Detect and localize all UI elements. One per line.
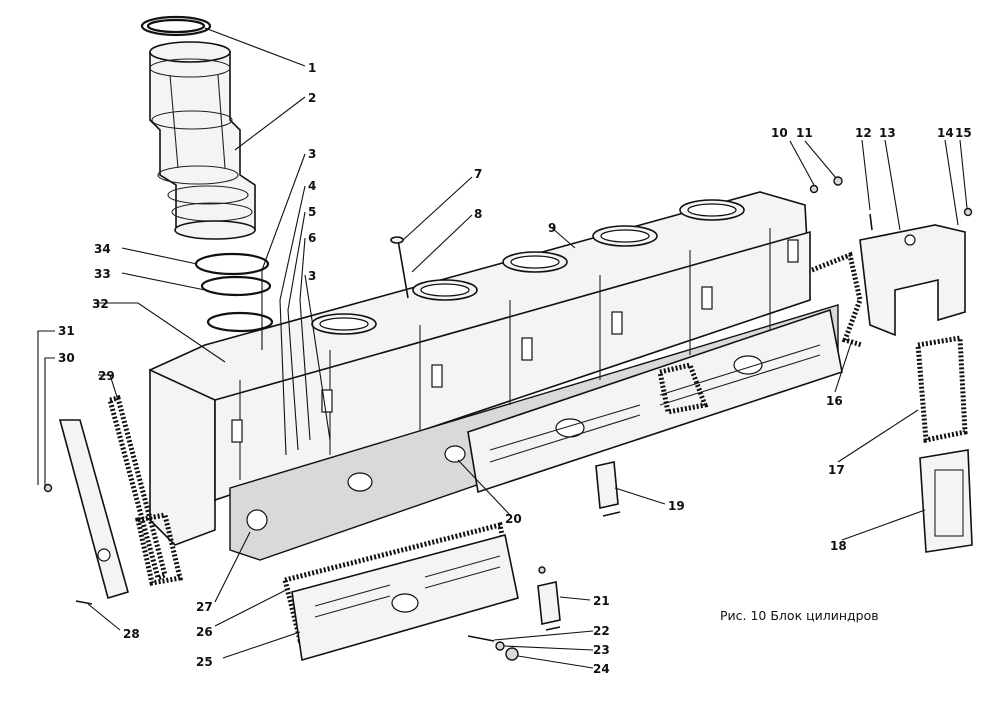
callout-17: 17 xyxy=(828,463,845,477)
callout-7: 7 xyxy=(474,167,482,181)
part-2-cylinder-liner xyxy=(149,41,256,240)
part-13-bracket xyxy=(859,224,966,337)
part-18-cover xyxy=(919,449,973,553)
callout-12: 12 xyxy=(855,126,872,140)
callout-23: 23 xyxy=(593,643,610,657)
callout-1: 1 xyxy=(308,61,316,75)
part-32-ring xyxy=(206,311,274,333)
callout-22: 22 xyxy=(593,624,610,638)
callout-10: 10 xyxy=(771,126,788,140)
callout-34: 34 xyxy=(94,242,111,256)
callout-15: 15 xyxy=(955,126,972,140)
callout-9: 9 xyxy=(548,221,556,235)
callout-25: 25 xyxy=(196,655,213,669)
leader-lines xyxy=(37,27,968,669)
part-34-ring xyxy=(194,252,270,276)
part-7-stud xyxy=(390,236,409,299)
callout-26: 26 xyxy=(196,625,213,639)
callout-31: 31 xyxy=(58,324,75,338)
callout-32: 32 xyxy=(92,297,109,311)
callout-8: 8 xyxy=(474,207,482,221)
part-33-ring xyxy=(200,275,272,297)
callout-3b: 3 xyxy=(308,269,316,283)
cylinder-bores xyxy=(311,199,745,335)
part-30-end-plate xyxy=(58,419,129,600)
callout-2: 2 xyxy=(308,91,316,105)
callout-19: 19 xyxy=(668,499,685,513)
figure-caption: Рис. 10 Блок цилиндров xyxy=(720,608,879,623)
part-12-bolt xyxy=(869,213,873,231)
callout-6: 6 xyxy=(308,231,316,245)
part-1-sealing-ring xyxy=(140,15,212,37)
part-10-bolt xyxy=(809,184,819,194)
part-11-bolt xyxy=(833,176,843,186)
part-22-bolt xyxy=(467,635,495,642)
callout-14: 14 xyxy=(937,126,954,140)
part-28-bolt xyxy=(75,600,93,605)
part-23-washer xyxy=(495,641,505,651)
callouts: 1 2 3 4 5 6 3 7 8 9 10 11 12 13 14 15 16… xyxy=(58,61,972,676)
part-15-bolt xyxy=(963,207,973,217)
callout-28: 28 xyxy=(123,627,140,641)
part-24-nut xyxy=(505,647,519,661)
part-21-bracket xyxy=(537,566,561,631)
callout-24: 24 xyxy=(593,662,610,676)
part-25-side-cover xyxy=(291,534,519,662)
part-17-gasket xyxy=(915,335,968,444)
callout-5: 5 xyxy=(308,205,316,219)
callout-21: 21 xyxy=(593,594,610,608)
part-19-bracket xyxy=(595,461,621,517)
callout-27: 27 xyxy=(196,600,213,614)
callout-29: 29 xyxy=(98,369,115,383)
callout-3: 3 xyxy=(308,147,316,161)
callout-13: 13 xyxy=(879,126,896,140)
callout-18: 18 xyxy=(830,539,847,553)
callout-20: 20 xyxy=(505,512,522,526)
callout-33: 33 xyxy=(94,267,111,281)
callout-30: 30 xyxy=(58,351,75,365)
callout-4: 4 xyxy=(308,179,316,193)
callout-11: 11 xyxy=(796,126,813,140)
callout-16: 16 xyxy=(826,394,843,408)
part-29-gasket-strip xyxy=(106,394,184,586)
